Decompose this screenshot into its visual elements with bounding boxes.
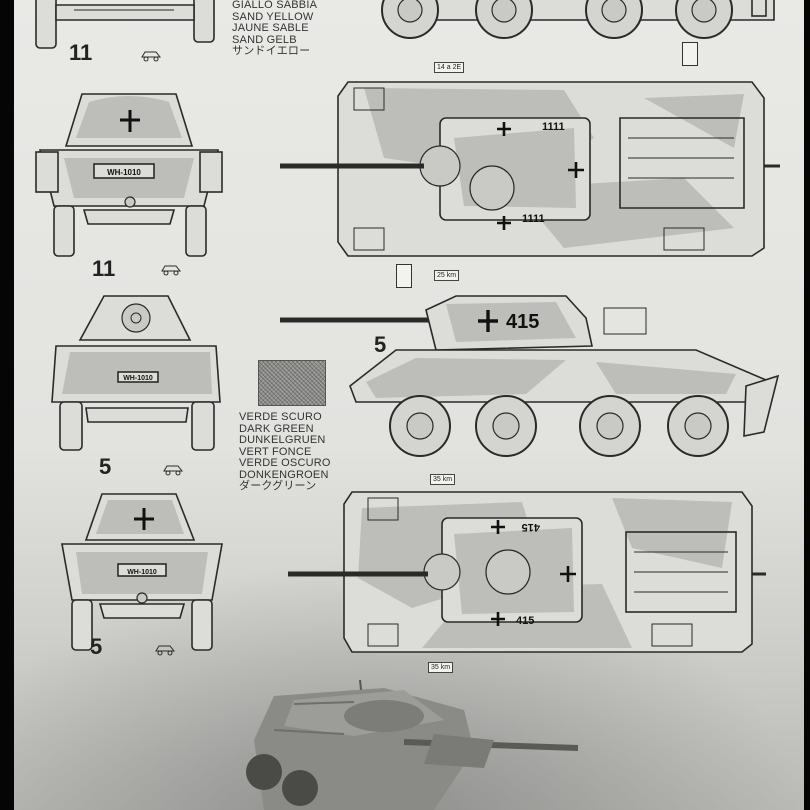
dark-green-color-swatch xyxy=(258,360,326,406)
view-number-label: 11 xyxy=(69,40,93,65)
view-number-label: 5 xyxy=(90,634,103,659)
car-orientation-icon xyxy=(155,645,176,656)
decal-tag-square xyxy=(682,42,698,66)
turret-number: 1111 xyxy=(522,213,545,225)
car-orientation-icon xyxy=(163,465,184,476)
color-name: DARK GREEN xyxy=(239,422,314,435)
front-view-vehicle-5: WH-1010 xyxy=(61,493,223,651)
color-name: DONKENGROEN xyxy=(239,468,329,481)
turret-number: 415 xyxy=(516,615,534,627)
front-view-vehicle-11: WH-1010 xyxy=(35,93,223,257)
top-view-vehicle-11: 1111 1111 xyxy=(280,81,780,257)
top-left-rear-view-partial xyxy=(35,0,215,49)
green-color-name-list: VERDE SCURO DARK GREEN DUNKELGRUEN VERT … xyxy=(239,411,331,493)
sand-color-name-list: GIALLO SABBIA SAND YELLOW JAUNE SABLE SA… xyxy=(232,0,317,58)
color-name: ダークグリーン xyxy=(239,480,317,492)
color-name: GIALLO SABBIA xyxy=(232,0,318,11)
color-name: SAND YELLOW xyxy=(232,10,314,23)
turret-number: 415 xyxy=(522,521,540,533)
view-number-label: 5 xyxy=(99,454,112,479)
color-name: VERDE OSCURO xyxy=(239,457,331,469)
decal-callout-tag: 14 a 2E xyxy=(434,62,465,73)
color-name: JAUNE SABLE xyxy=(232,22,309,34)
plate-text: WH-1010 xyxy=(127,569,157,576)
decal-tag-square xyxy=(396,264,412,288)
decal-callout-tag: 35 km xyxy=(430,474,456,485)
color-name: VERDE SCURO xyxy=(239,411,322,423)
rear-view-vehicle-5: WH-1010 xyxy=(51,295,221,451)
turret-number: 1111 xyxy=(542,121,565,133)
color-name: サンドイエロー xyxy=(232,45,311,57)
model-photo xyxy=(246,679,579,810)
color-name: VERT FONCE xyxy=(239,445,312,458)
turret-number: 415 xyxy=(506,311,539,333)
car-orientation-icon xyxy=(141,51,162,62)
decal-callout-tag: 35 km xyxy=(428,662,454,673)
decal-callout-tag: 25 km xyxy=(434,270,460,281)
color-name: SAND GELB xyxy=(232,33,297,46)
plate-text: WH-1010 xyxy=(107,168,141,177)
instruction-sheet: 11 GIALLO SABBIA SAND YELLOW JAUNE SABLE… xyxy=(14,0,804,810)
view-number-label: 5 xyxy=(374,332,387,357)
car-orientation-icon xyxy=(161,265,182,276)
plate-text: WH-1010 xyxy=(123,375,153,382)
view-number-label: 11 xyxy=(92,256,116,281)
side-view-vehicle-5: 415 xyxy=(280,295,780,457)
top-view-vehicle-5: 415 415 xyxy=(288,491,766,653)
top-side-view-partial xyxy=(381,0,775,39)
color-name: DUNKELGRUEN xyxy=(239,434,326,446)
